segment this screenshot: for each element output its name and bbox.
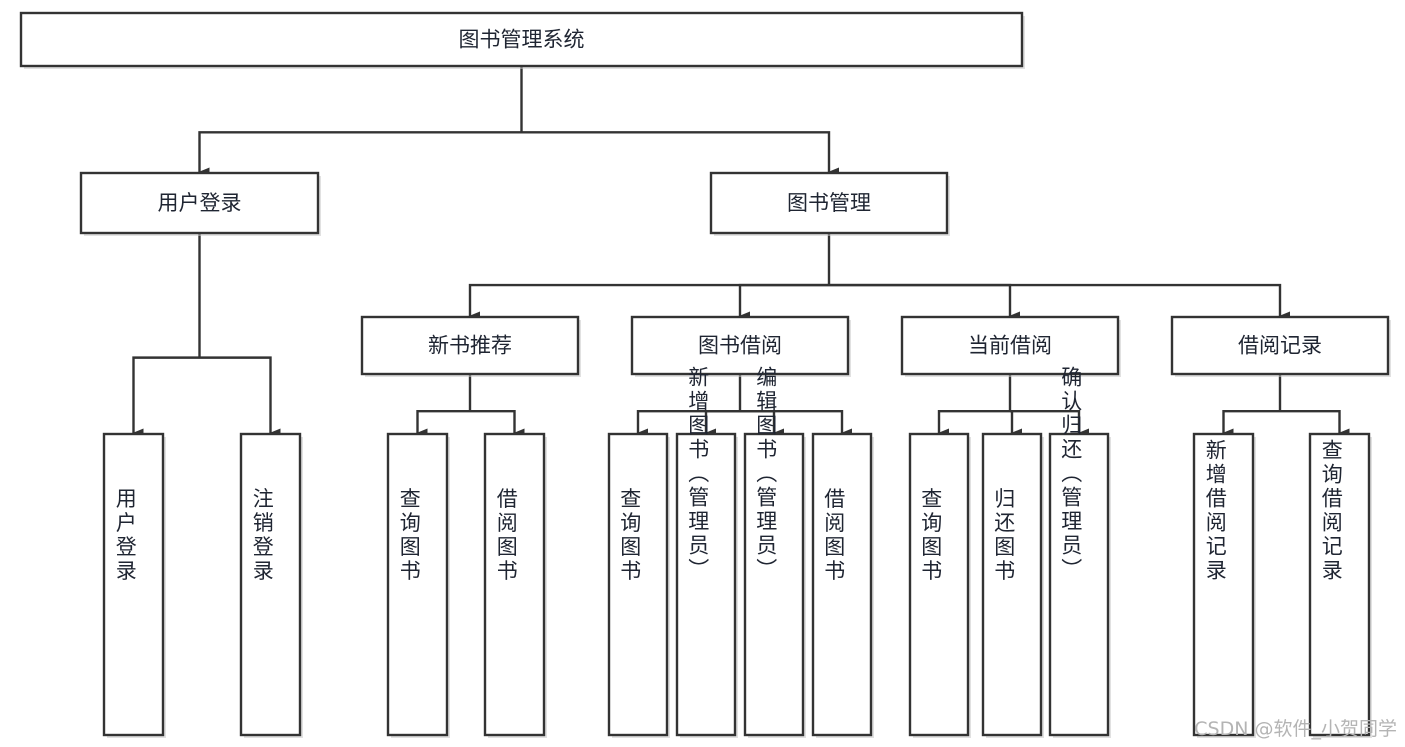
node-label: 新书推荐 (428, 334, 512, 358)
node-label: 图书借阅 (698, 334, 782, 358)
node-box[interactable] (908, 432, 970, 737)
node-box[interactable] (630, 315, 850, 376)
edge-connector (1010, 410, 1022, 438)
node-box[interactable] (1170, 315, 1390, 376)
edge-connector (740, 410, 852, 438)
node-leaf-add-record[interactable]: 新增借阅记录 (1192, 432, 1256, 738)
node-leaf-return-book[interactable]: 归还图书 (981, 432, 1044, 738)
node-box[interactable] (239, 432, 302, 737)
edge-group (468, 233, 1290, 321)
node-label: 借阅图书 (822, 488, 846, 584)
node-label: 查询借阅记录 (1319, 439, 1343, 583)
edge-group (636, 374, 852, 438)
node-box[interactable] (607, 432, 669, 737)
node-label: 图书管理 (787, 191, 871, 215)
edge-connector (1222, 410, 1280, 438)
node-box[interactable] (900, 315, 1120, 376)
node-leaf-query-book-1[interactable]: 查询图书 (386, 432, 450, 738)
node-box[interactable] (1192, 432, 1255, 737)
node-book-borrow[interactable]: 图书借阅 (630, 315, 851, 377)
edge-connector (198, 131, 522, 177)
edge-connector (470, 410, 525, 438)
node-new-book-rec[interactable]: 新书推荐 (360, 315, 581, 377)
edge-connector (468, 283, 829, 321)
node-book-manage[interactable]: 图书管理 (709, 171, 950, 236)
node-label: 新增图书（管理员） (686, 366, 710, 582)
node-leaf-borrow-book-1[interactable]: 借阅图书 (483, 432, 547, 738)
node-label: 归还图书 (992, 488, 1016, 584)
node-label: 查询图书 (618, 488, 642, 584)
node-layer: 图书管理系统用户登录图书管理新书推荐图书借阅当前借阅借阅记录用户登录注销登录查询… (19, 11, 1391, 738)
edge-connector (937, 410, 1010, 438)
node-leaf-query-record[interactable]: 查询借阅记录 (1308, 432, 1372, 738)
edge-connector (1010, 410, 1089, 438)
node-root[interactable]: 图书管理系统 (19, 11, 1025, 69)
edge-connector (199, 356, 281, 438)
node-label: 借阅记录 (1238, 334, 1322, 358)
node-box[interactable] (981, 432, 1043, 737)
edge-group (416, 374, 525, 438)
edge-connector (521, 131, 839, 177)
node-label: 当前借阅 (968, 334, 1052, 358)
node-label: 编辑图书（管理员） (754, 366, 778, 582)
edge-group (132, 233, 281, 438)
edge-layer (132, 66, 1350, 438)
edge-connector (829, 283, 1290, 321)
edge-connector (704, 410, 740, 438)
edge-connector (829, 283, 1020, 321)
edge-group (1222, 374, 1350, 438)
edge-group (198, 66, 839, 177)
node-box[interactable] (483, 432, 546, 737)
node-leaf-query-book-2[interactable]: 查询图书 (607, 432, 670, 738)
node-leaf-borrow-book-2[interactable]: 借阅图书 (811, 432, 874, 738)
node-borrow-record[interactable]: 借阅记录 (1170, 315, 1391, 377)
edge-connector (1280, 410, 1350, 438)
edge-connector (132, 356, 200, 438)
edge-group (937, 374, 1089, 438)
node-leaf-edit-book[interactable]: 编辑图书（管理员） (743, 366, 806, 738)
node-box[interactable] (386, 432, 449, 737)
node-box[interactable] (811, 432, 873, 737)
node-leaf-user-login[interactable]: 用户登录 (102, 432, 166, 738)
node-leaf-query-book-3[interactable]: 查询图书 (908, 432, 971, 738)
node-box[interactable] (19, 11, 1024, 68)
node-box[interactable] (675, 432, 737, 737)
node-label: 用户登录 (158, 191, 242, 215)
node-box[interactable] (1048, 432, 1110, 737)
edge-connector (416, 410, 470, 438)
node-label: 查询图书 (919, 488, 943, 584)
node-box[interactable] (1308, 432, 1371, 737)
node-label: 新增借阅记录 (1203, 439, 1227, 583)
node-box[interactable] (360, 315, 580, 376)
node-user-login[interactable]: 用户登录 (79, 171, 321, 236)
node-label: 查询图书 (397, 488, 421, 584)
node-box[interactable] (743, 432, 805, 737)
node-label: 用户登录 (113, 488, 137, 584)
node-box[interactable] (709, 171, 949, 235)
node-label: 图书管理系统 (459, 28, 585, 52)
edge-connector (738, 283, 829, 321)
node-current-borrow[interactable]: 当前借阅 (900, 315, 1121, 377)
node-box[interactable] (79, 171, 320, 235)
node-label: 注销登录 (250, 488, 274, 584)
node-label: 确认归还（管理员） (1059, 366, 1083, 582)
node-label: 借阅图书 (494, 488, 518, 584)
node-leaf-logout[interactable]: 注销登录 (239, 432, 303, 738)
node-box[interactable] (102, 432, 165, 737)
node-leaf-add-book[interactable]: 新增图书（管理员） (675, 366, 738, 738)
node-leaf-confirm-return[interactable]: 确认归还（管理员） (1048, 366, 1111, 738)
